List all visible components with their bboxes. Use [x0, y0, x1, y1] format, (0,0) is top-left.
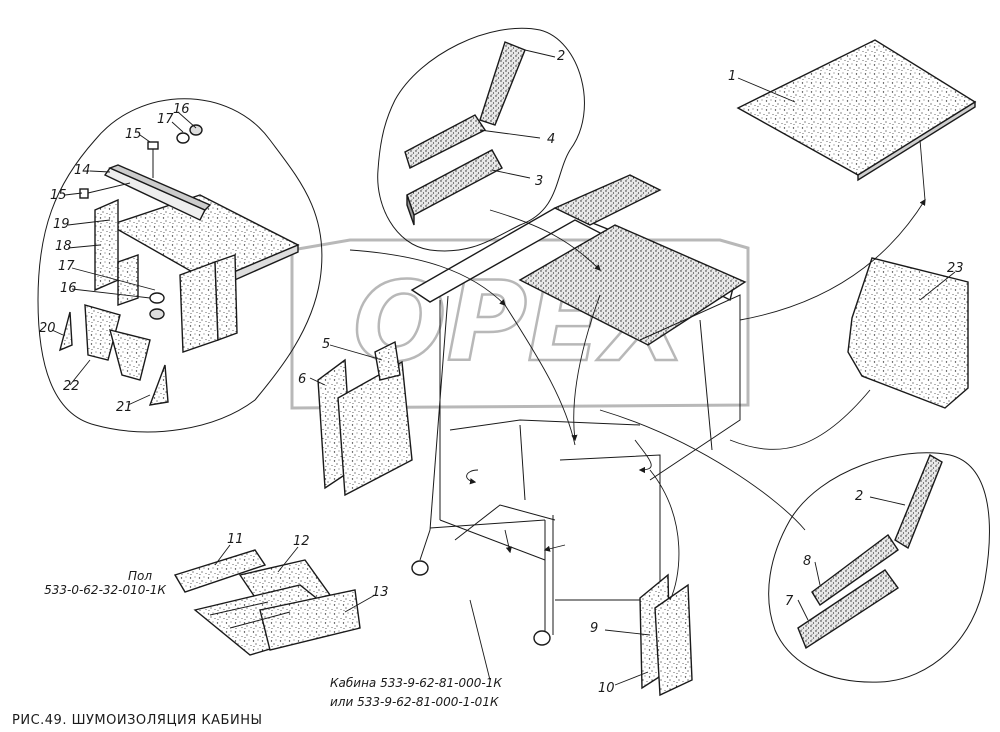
callout-21: 21: [116, 400, 133, 415]
callout-9: 9: [590, 621, 598, 636]
callout-3: 3: [535, 174, 543, 189]
callout-labels: 1 2 2 3 4 5 6 7 8 9 10 11 12 13 14 15 15…: [39, 49, 964, 696]
callout-6: 6: [298, 372, 306, 387]
floor-pads: [173, 549, 361, 656]
left-detail-bubble: [37, 98, 323, 433]
floor-note-line1: Пол: [128, 569, 152, 583]
cab-frame: [410, 174, 747, 646]
callout-23: 23: [947, 261, 964, 276]
callout-7: 7: [785, 594, 794, 609]
callout-15-top: 15: [125, 127, 142, 142]
callout-19: 19: [53, 217, 70, 232]
callout-2-top: 2: [557, 49, 565, 64]
callout-2-right: 2: [855, 489, 863, 504]
cab-note: Кабина 533-9-62-81-000-1К или 533-9-62-8…: [330, 676, 502, 709]
callout-13: 13: [372, 585, 389, 600]
callout-17-bottom: 17: [58, 259, 75, 274]
right-detail-bubble: [768, 452, 990, 683]
leader-lines: [51, 49, 956, 686]
callout-22: 22: [63, 379, 80, 394]
rear-wall-pad: [847, 257, 969, 409]
callout-11: 11: [227, 532, 244, 547]
callout-16-top: 16: [173, 102, 190, 117]
callout-1: 1: [728, 69, 736, 84]
roof-pad: [736, 39, 977, 176]
callout-18: 18: [55, 239, 72, 254]
cab-note-line2: или 533-9-62-81-000-1-01К: [330, 695, 499, 709]
callout-4: 4: [547, 132, 555, 147]
callout-14: 14: [74, 163, 91, 178]
callout-17-top: 17: [157, 112, 174, 127]
top-detail-bubble: [377, 27, 585, 252]
callout-5: 5: [322, 337, 330, 352]
callout-16-bottom: 16: [60, 281, 77, 296]
callout-12: 12: [293, 534, 310, 549]
callout-8: 8: [803, 554, 811, 569]
cab-note-line1: Кабина 533-9-62-81-000-1К: [330, 676, 502, 690]
floor-note: Пол 533-0-62-32-010-1К: [44, 569, 166, 597]
callout-15-left: 15: [50, 188, 67, 203]
floor-note-line2: 533-0-62-32-010-1К: [44, 583, 166, 597]
callout-20: 20: [39, 321, 56, 336]
callout-10: 10: [598, 681, 615, 696]
figure-caption: РИС.49. ШУМОИЗОЛЯЦИЯ КАБИНЫ: [12, 713, 262, 728]
